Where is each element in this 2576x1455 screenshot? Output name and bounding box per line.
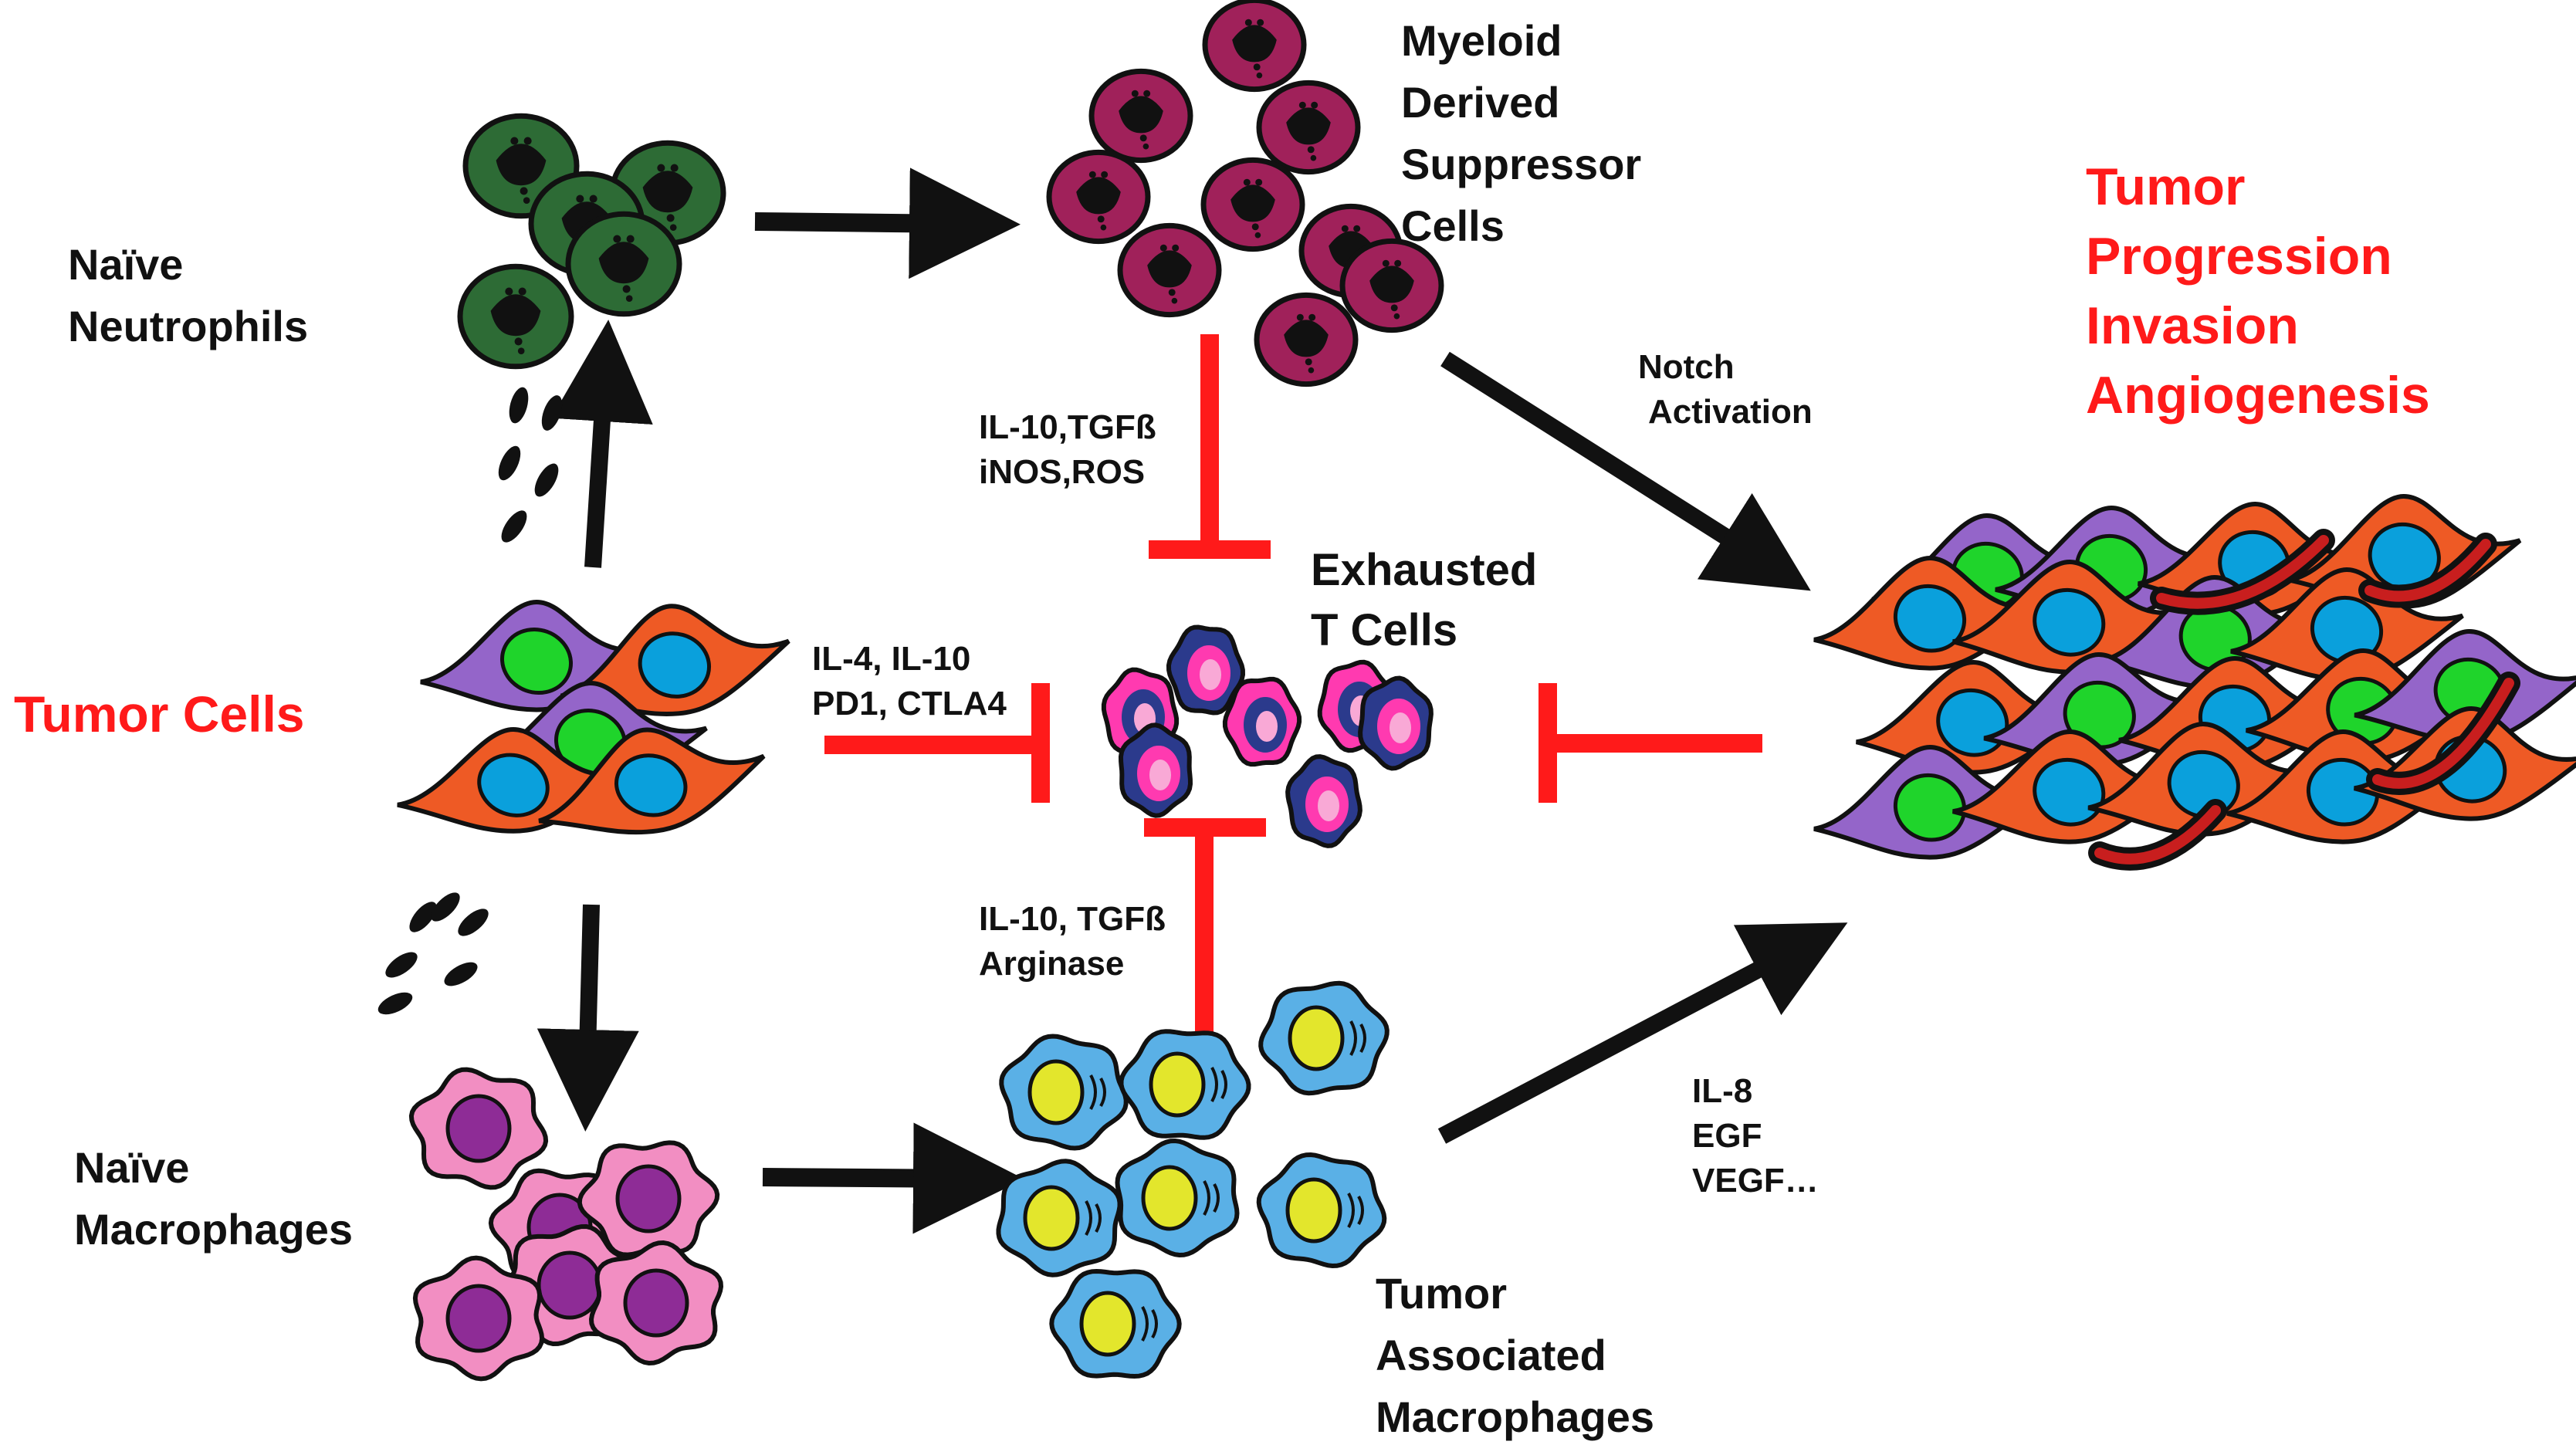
granule bbox=[534, 463, 559, 497]
label-notch-activation: Notch Activation bbox=[1638, 348, 1813, 431]
macrophage-cell bbox=[408, 1067, 549, 1190]
tam-cells bbox=[996, 980, 1390, 1379]
mdsc-cell bbox=[1202, 0, 1307, 93]
inhibition-mdsc-to-tcells bbox=[1149, 334, 1271, 559]
arrow-mdsc-to-tumor bbox=[1440, 351, 1811, 591]
label-naive-macrophages: Naïve Macrophages bbox=[74, 1143, 353, 1254]
t-cell bbox=[1118, 722, 1193, 818]
tumor-cells-cluster bbox=[397, 599, 790, 835]
neutrophil-cells bbox=[457, 113, 726, 370]
arrow-neutrophils-to-mdsc bbox=[754, 167, 1021, 279]
tam-cell bbox=[1256, 1152, 1387, 1269]
label-tam: Tumor Associated Macrophages bbox=[1376, 1269, 1654, 1441]
secreted-granules bbox=[377, 387, 563, 1015]
label-exhausted-t-cells: Exhausted T Cells bbox=[1311, 545, 1549, 655]
mdsc-cell bbox=[1339, 238, 1444, 333]
label-tumor-factors: IL-4, IL-10 PD1, CTLA4 bbox=[812, 640, 1007, 722]
label-tam-factors: IL-10, TGFß Arginase bbox=[979, 900, 1175, 983]
inhibition-tumormass-to-tcells bbox=[1538, 683, 1762, 803]
arrow-macrophages-to-tam bbox=[762, 1122, 1024, 1234]
mdsc-cell bbox=[1254, 292, 1359, 387]
label-growth-factors: IL-8 EGF VEGF… bbox=[1692, 1072, 1819, 1200]
tam-cell bbox=[1115, 1138, 1240, 1258]
granule bbox=[458, 909, 489, 936]
tumor-mass bbox=[1813, 494, 2576, 871]
arrow-tumor-to-neutrophils bbox=[550, 320, 653, 568]
arrow-tumor-to-macrophages bbox=[537, 904, 639, 1132]
tumor-cell bbox=[538, 727, 766, 835]
tam-cell bbox=[1258, 980, 1390, 1096]
blood-vessel-lumen bbox=[2094, 805, 2221, 865]
blood-vessel-lumen bbox=[2372, 678, 2514, 789]
macrophage-cell bbox=[577, 1140, 720, 1257]
label-mdsc: Myeloid Derived Suppressor Cells bbox=[1401, 16, 1654, 250]
label-outcomes: Tumor Progression Invasion Angiogenesis bbox=[2086, 157, 2430, 425]
granule bbox=[509, 387, 529, 424]
neutrophil-cell bbox=[457, 263, 574, 370]
tam-cell bbox=[1119, 1029, 1251, 1140]
t-cell bbox=[1166, 624, 1246, 716]
mdsc-cell bbox=[1117, 222, 1222, 318]
granule bbox=[385, 952, 418, 978]
tam-cell bbox=[996, 1159, 1122, 1277]
label-naive-neutrophils: Naïve Neutrophils bbox=[68, 240, 308, 350]
label-mdsc-factors: IL-10,TGFß iNOS,ROS bbox=[979, 408, 1166, 491]
t-cell bbox=[1285, 754, 1362, 848]
mdsc-cell bbox=[1256, 80, 1361, 175]
tam-cell bbox=[1049, 1268, 1182, 1379]
granule bbox=[409, 902, 437, 932]
blood-vessel-lumen bbox=[2364, 539, 2491, 602]
granule bbox=[377, 992, 413, 1015]
tumor-cell bbox=[560, 604, 790, 716]
granule bbox=[431, 892, 460, 922]
label-tumor-cells: Tumor Cells bbox=[14, 685, 305, 743]
inhibition-tumor-to-tcells bbox=[824, 683, 1050, 803]
macrophage-cell bbox=[412, 1255, 545, 1382]
blood-vessel-lumen bbox=[2156, 535, 2329, 609]
tam-cell bbox=[999, 1034, 1129, 1151]
t-cell bbox=[1222, 676, 1302, 767]
mdsc-cell bbox=[1200, 157, 1305, 252]
neutrophil-cell bbox=[565, 211, 682, 317]
mdsc-cell bbox=[1088, 68, 1193, 164]
inhibition-tam-to-tcells bbox=[1144, 818, 1266, 1038]
granule bbox=[444, 962, 478, 986]
macrophage-cell bbox=[588, 1240, 724, 1366]
granule bbox=[541, 395, 563, 431]
mdsc-cell bbox=[1046, 149, 1151, 245]
tumor-cell bbox=[2230, 567, 2464, 682]
arrow-tam-to-tumor bbox=[1437, 922, 1848, 1144]
granule bbox=[498, 445, 521, 481]
granule bbox=[501, 510, 527, 543]
exhausted-t-cells bbox=[1101, 624, 1434, 848]
mdsc-cells bbox=[1046, 0, 1444, 387]
t-cell bbox=[1358, 675, 1434, 771]
naive-macrophage-cells bbox=[408, 1067, 724, 1382]
